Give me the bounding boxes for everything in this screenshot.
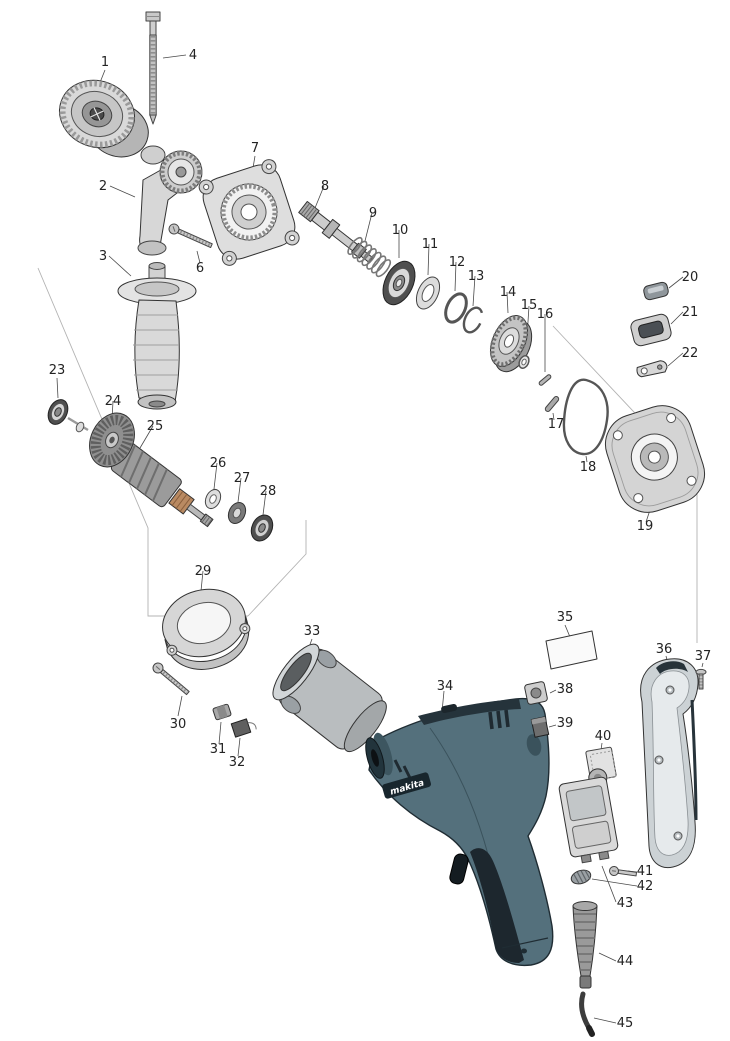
part-label-33: 33 [304, 624, 321, 639]
part-label-25: 25 [147, 419, 164, 434]
part-24-fan [89, 412, 135, 468]
part-label-20: 20 [682, 270, 699, 285]
part-label-10: 10 [392, 223, 409, 238]
part-38-brush-cap [524, 681, 548, 705]
part-number-labels: 1 2 3 4 6 7 8 9 10 11 12 13 14 15 16 17 … [49, 48, 712, 1031]
part-22-lever [636, 360, 668, 378]
part-14-gear [489, 315, 533, 373]
part-label-11: 11 [422, 237, 439, 252]
part-label-29: 29 [195, 564, 212, 579]
part-12-ring [444, 292, 468, 324]
part-label-41: 41 [637, 864, 654, 879]
part-label-43: 43 [617, 896, 634, 911]
part-label-18: 18 [580, 460, 597, 475]
part-9-spring [347, 236, 392, 278]
part-label-27: 27 [234, 471, 251, 486]
part-32-carbon-brush [230, 718, 257, 738]
part-label-38: 38 [557, 682, 574, 697]
part-label-32: 32 [229, 755, 246, 770]
part-label-7: 7 [251, 141, 259, 156]
part-8-spindle [298, 200, 374, 263]
part-label-2: 2 [99, 179, 107, 194]
part-13-retaining-ring [462, 306, 484, 334]
part-18-gasket [562, 378, 609, 456]
trigger [449, 853, 469, 885]
part-label-3: 3 [99, 249, 107, 264]
part-label-16: 16 [537, 307, 554, 322]
part-label-44: 44 [617, 954, 634, 969]
part-23-bearing [47, 399, 89, 433]
part-31-holder [212, 703, 232, 721]
part-44-cord-guard [572, 901, 598, 989]
part-label-22: 22 [682, 346, 699, 361]
part-label-15: 15 [521, 298, 538, 313]
part-label-24: 24 [105, 394, 122, 409]
part-label-19: 19 [637, 519, 654, 534]
part-28-bearing [250, 514, 274, 542]
part-30-screw [152, 662, 190, 696]
part-7-gear-housing-cover [198, 159, 300, 266]
part-label-21: 21 [682, 305, 699, 320]
part-label-39: 39 [557, 716, 574, 731]
part-label-1: 1 [101, 55, 109, 70]
part-3-side-handle [117, 262, 197, 410]
part-45-cord [579, 991, 595, 1037]
part-2-gear-housing [137, 145, 203, 256]
part-41-screw [609, 866, 638, 877]
part-1-chuck [59, 79, 149, 158]
part-label-8: 8 [321, 179, 329, 194]
part-39-carbon-brush [530, 716, 550, 738]
part-43-switch [558, 768, 619, 864]
part-29-baffle [162, 588, 251, 670]
part-label-17: 17 [548, 417, 565, 432]
part-label-14: 14 [500, 285, 517, 300]
part-label-42: 42 [637, 879, 654, 894]
part-26-washer [204, 488, 222, 510]
part-17-pin [544, 396, 560, 412]
part-label-4: 4 [189, 48, 197, 63]
part-37-screw [695, 668, 707, 690]
part-42-grommet [570, 869, 592, 885]
part-label-45: 45 [617, 1016, 634, 1031]
part-27-washer [227, 501, 247, 525]
parts-layer: makita [47, 11, 707, 1037]
part-20-cap [643, 281, 669, 301]
part-25-armature [105, 442, 214, 528]
part-label-40: 40 [595, 729, 612, 744]
part-label-31: 31 [210, 742, 227, 757]
part-label-12: 12 [449, 255, 466, 270]
part-36-handle-cover [640, 658, 699, 869]
part-15-ring [518, 355, 530, 369]
part-label-13: 13 [468, 269, 485, 284]
part-label-30: 30 [170, 717, 187, 732]
part-label-26: 26 [210, 456, 227, 471]
part-label-28: 28 [260, 484, 277, 499]
part-4-screw [145, 11, 161, 125]
part-11-washer [415, 276, 441, 310]
part-33-field [272, 643, 387, 753]
part-label-23: 23 [49, 363, 66, 378]
part-19-bearing-retainer [605, 405, 705, 513]
part-10-bearing [382, 260, 416, 306]
part-6-screw [168, 223, 213, 249]
part-21-button-cover [630, 313, 672, 347]
part-16-pin [538, 374, 552, 386]
part-34-motor-housing: makita [365, 697, 554, 967]
part-35-nameplate [545, 630, 598, 670]
part-label-37: 37 [695, 649, 712, 664]
part-label-9: 9 [369, 206, 377, 221]
part-label-36: 36 [656, 642, 673, 657]
part-label-34: 34 [437, 679, 454, 694]
part-label-6: 6 [196, 261, 204, 276]
part-label-35: 35 [557, 610, 574, 625]
